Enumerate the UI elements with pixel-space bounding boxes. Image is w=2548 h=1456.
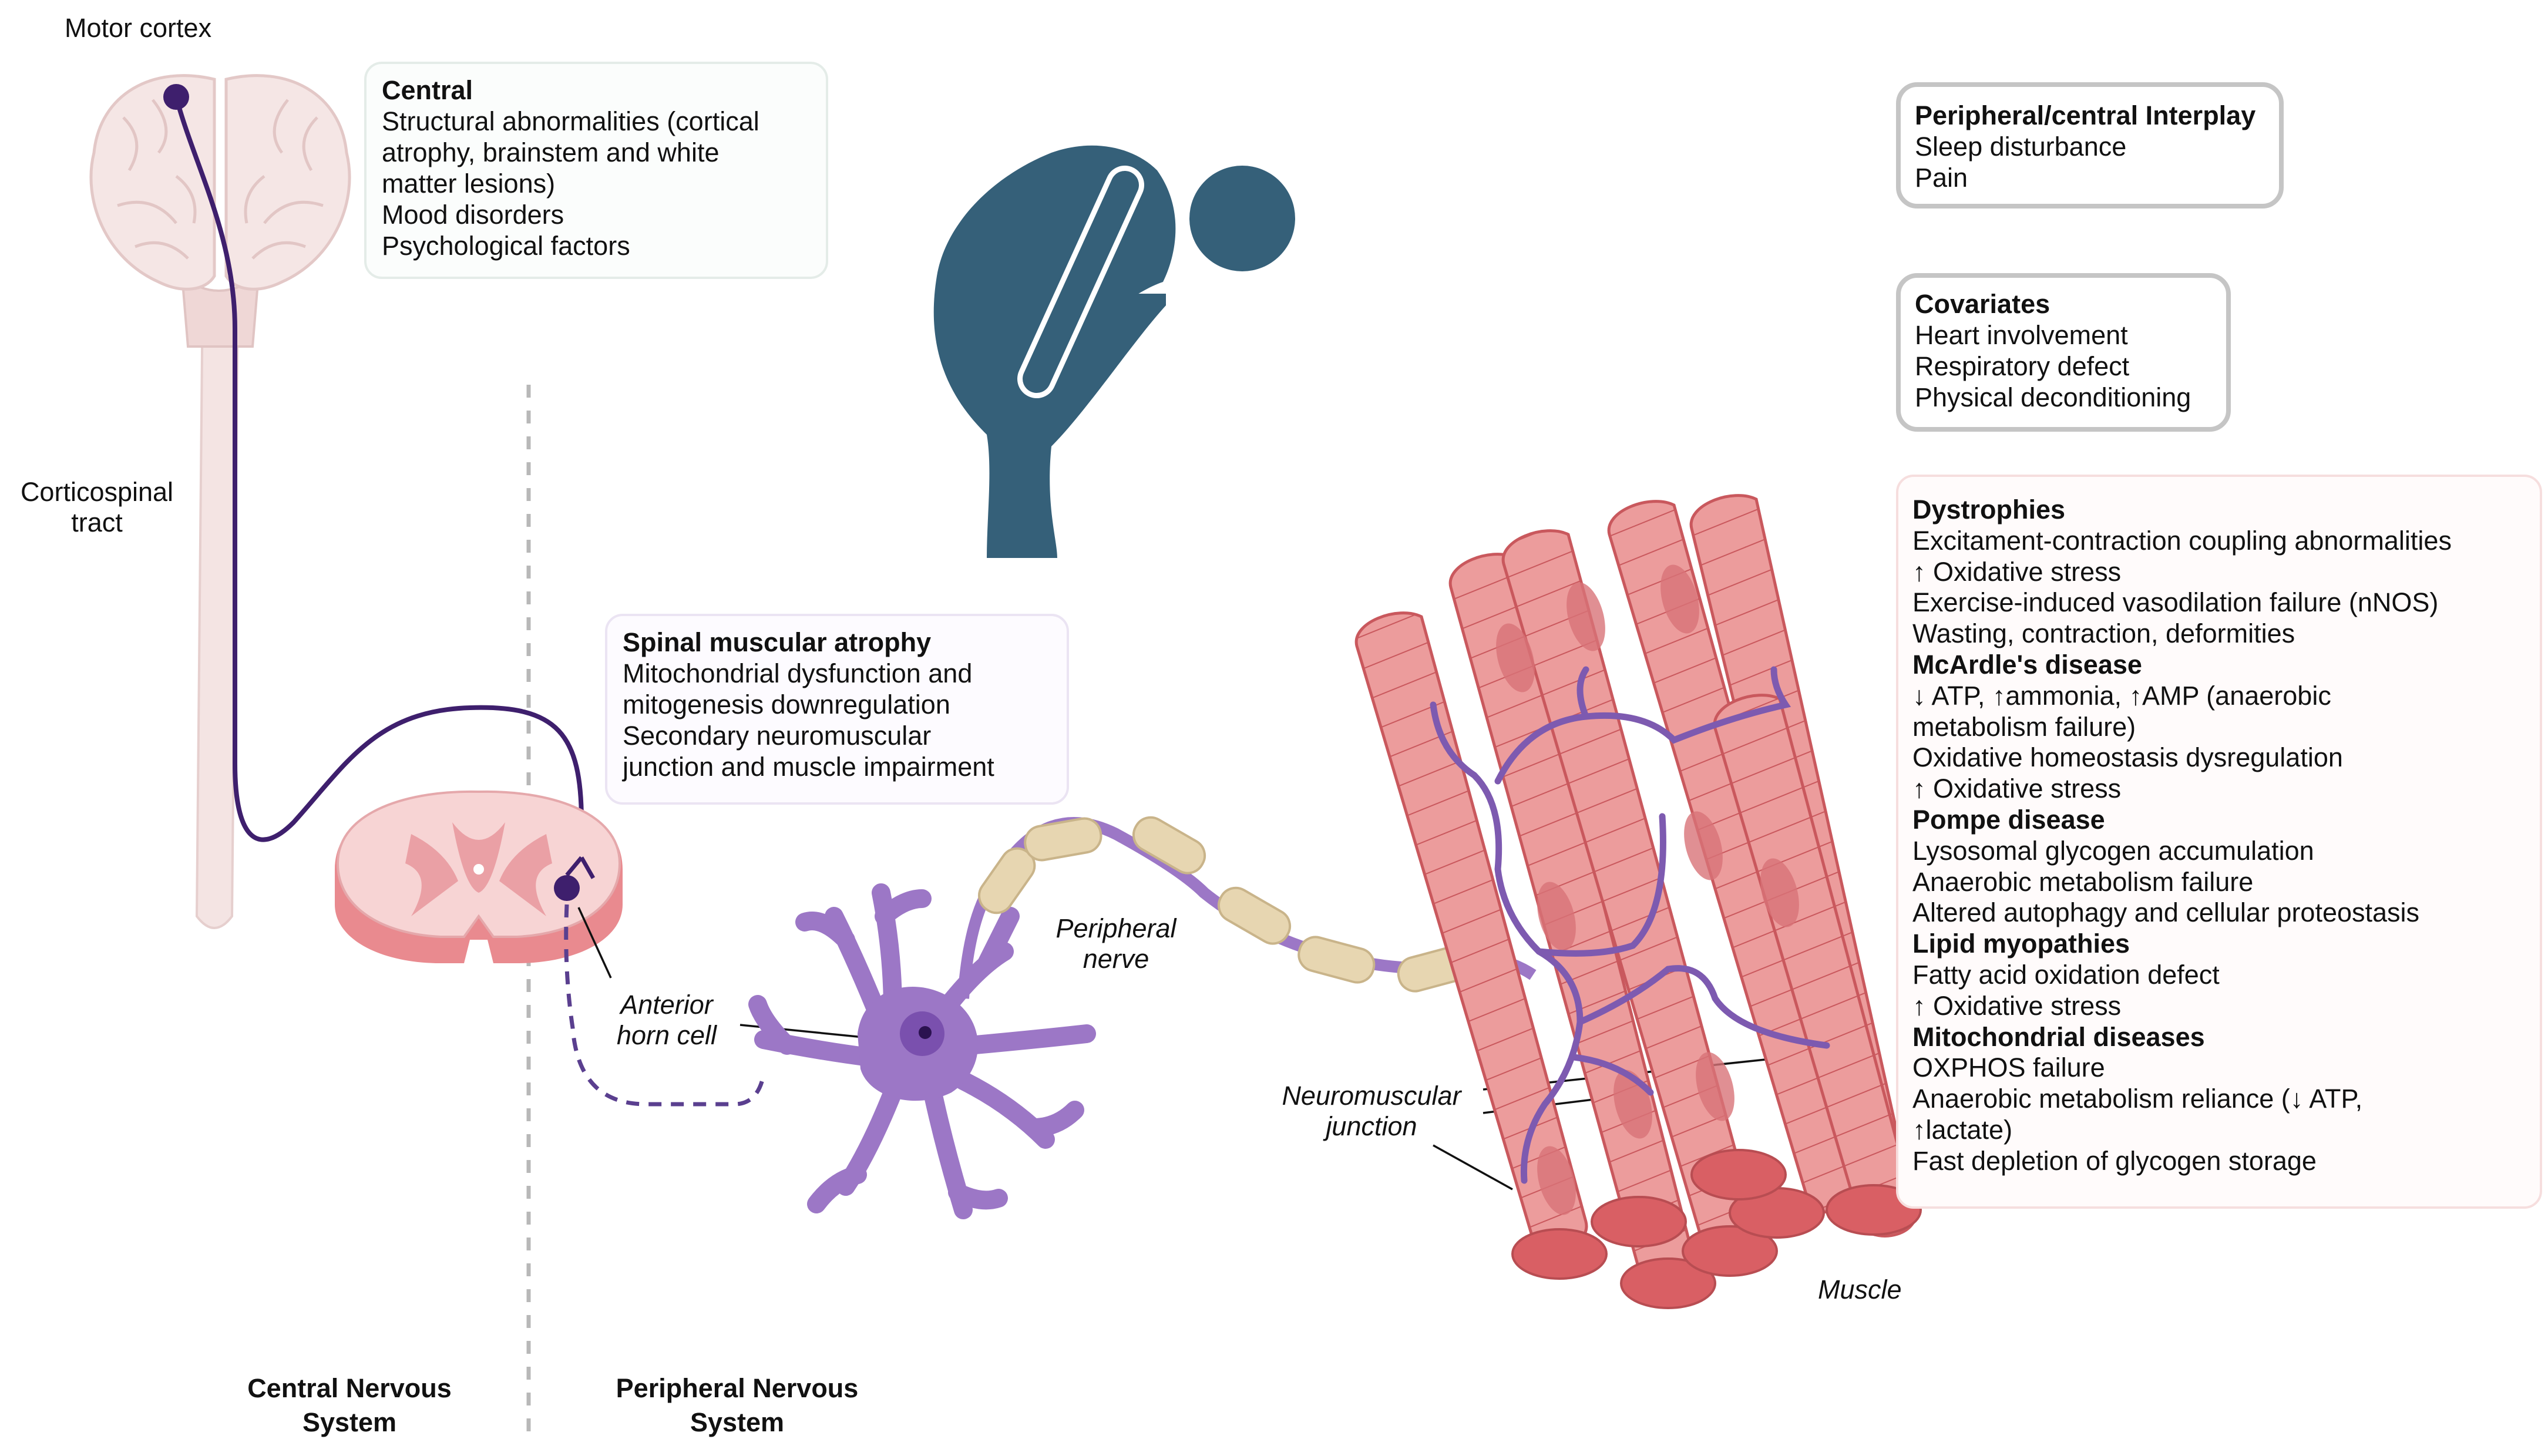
mcardle-title: McArdle's disease (1912, 649, 2142, 680)
dystrophies-title: Dystrophies (1912, 495, 2066, 524)
mitochondrial-line: OXPHOS failure (1912, 1053, 2105, 1083)
mitochondrial-title: Mitochondrial diseases (1912, 1021, 2205, 1052)
anterior-horn-cell-label: Anterior horn cell (616, 990, 717, 1050)
lipid-myopathies-line: ↑ Oxidative stress (1912, 990, 2122, 1021)
motor-neuron-icon (748, 883, 1096, 1219)
anterior-horn-synapse (565, 856, 596, 879)
pns-label: Peripheral Nervous System (616, 1373, 859, 1437)
brain-icon (89, 74, 351, 929)
central-box-line: atrophy, brainstem and white (382, 137, 720, 167)
pompe-title: Pompe disease (1912, 804, 2105, 835)
myelinated-nerve-icon (957, 816, 1537, 999)
muscle-fiber-bundle-icon (1354, 494, 1922, 1309)
mcardle-line: metabolism failure) (1912, 711, 2136, 742)
fatigued-person-icon (933, 145, 1295, 558)
central-box-line: Psychological factors (382, 231, 630, 261)
covariates-box-line: Respiratory defect (1915, 351, 2130, 381)
central-box: Central Structural abnormalities (cortic… (364, 62, 828, 279)
pompe-line: Anaerobic metabolism failure (1912, 866, 2254, 897)
dystrophies-line: Wasting, contraction, deformities (1912, 618, 2295, 649)
mitochondrial-line: ↑lactate) (1912, 1114, 2013, 1145)
dystrophies-line: ↑ Oxidative stress (1912, 556, 2122, 587)
lipid-myopathies-title: Lipid myopathies (1912, 929, 2130, 959)
sma-box-line: mitogenesis downregulation (623, 690, 950, 719)
interplay-box-line: Sleep disturbance (1915, 132, 2127, 162)
sma-box: Spinal muscular atrophy Mitochondrial dy… (605, 614, 1069, 805)
central-box-title: Central (382, 75, 473, 105)
covariates-box: Covariates Heart involvement Respiratory… (1896, 273, 2231, 432)
covariates-box-line: Physical deconditioning (1915, 382, 2191, 412)
spinal-cord-icon (335, 790, 623, 963)
lipid-myopathies-line: Fatty acid oxidation defect (1912, 959, 2220, 990)
motor-cortex-neuron-dot (163, 84, 189, 110)
mcardle-line: ↑ Oxidative stress (1912, 774, 2122, 804)
covariates-box-line: Heart involvement (1915, 320, 2128, 350)
anterior-horn-cell-dot (554, 875, 580, 901)
pompe-line: Lysosomal glycogen accumulation (1912, 835, 2314, 866)
corticospinal-tract-line (174, 96, 584, 869)
mcardle-line: Oxidative homeostasis dysregulation (1912, 742, 2343, 773)
sma-box-line: Mitochondrial dysfunction and (623, 658, 973, 688)
corticospinal-tract-label: Corticospinal tract (20, 477, 174, 537)
muscle-label: Muscle (1818, 1275, 1902, 1304)
diseases-box: Dystrophies Excitament-contraction coupl… (1896, 475, 2542, 1209)
cns-label: Central Nervous System (247, 1373, 452, 1437)
interplay-box-line: Pain (1915, 163, 1968, 193)
motor-cortex-label: Motor cortex (65, 13, 212, 43)
mitochondrial-line: Fast depletion of glycogen storage (1912, 1145, 2317, 1176)
covariates-box-title: Covariates (1915, 289, 2050, 319)
central-box-line: matter lesions) (382, 169, 556, 199)
interplay-box-title: Peripheral/central Interplay (1915, 100, 2256, 130)
pompe-line: Altered autophagy and cellular proteosta… (1912, 897, 2420, 928)
dystrophies-line: Exercise-induced vasodilation failure (n… (1912, 587, 2439, 618)
sma-box-title: Spinal muscular atrophy (623, 627, 932, 657)
interplay-box: Peripheral/central Interplay Sleep distu… (1896, 82, 2284, 209)
peripheral-nerve-label: Peripheral nerve (1055, 913, 1176, 974)
central-box-line: Structural abnormalities (cortical (382, 106, 759, 136)
dystrophies-line: Excitament-contraction coupling abnormal… (1912, 525, 2452, 556)
central-box-line: Mood disorders (382, 200, 564, 230)
anterior-horn-dashed-axon (564, 904, 766, 1107)
mitochondrial-line: Anaerobic metabolism reliance (↓ ATP, (1912, 1084, 2363, 1114)
neuromuscular-junction-label: Neuromuscular junction (1282, 1081, 1461, 1141)
sma-box-line: junction and muscle impairment (623, 752, 994, 782)
sma-box-line: Secondary neuromuscular (623, 721, 932, 751)
mcardle-line: ↓ ATP, ↑ammonia, ↑AMP (anaerobic (1912, 680, 2331, 711)
